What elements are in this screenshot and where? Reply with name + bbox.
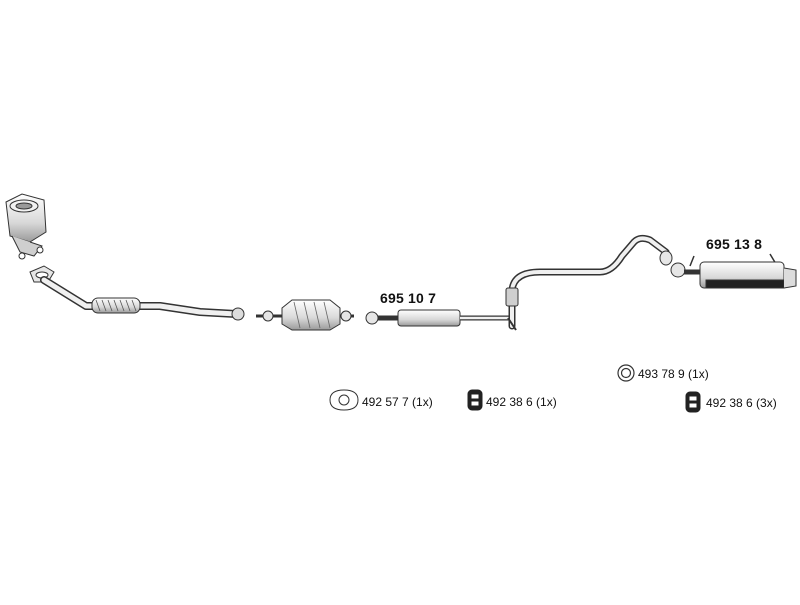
flange-gasket-icon	[329, 389, 359, 411]
gasket-part-label: 492 57 7 (1x)	[362, 395, 433, 409]
ring-icon	[617, 364, 635, 382]
middle-silencer-assembly	[365, 234, 673, 331]
rubber-mount-3x-part-label: 492 38 6 (3x)	[706, 396, 777, 410]
rubber-mount-part-label: 492 38 6 (1x)	[486, 395, 557, 409]
rear-silencer-part-number: 695 13 8	[706, 236, 763, 252]
rubber-mount-icon	[685, 391, 701, 413]
middle-silencer-part-number: 695 10 7	[380, 290, 437, 306]
center-converter	[256, 299, 354, 331]
ring-part-label: 493 78 9 (1x)	[638, 367, 709, 381]
rubber-mount-icon	[467, 389, 483, 411]
front-pipe	[40, 276, 245, 321]
rear-silencer-assembly	[670, 253, 797, 289]
manifold-converter	[5, 193, 47, 260]
middle-silencer	[397, 309, 461, 327]
